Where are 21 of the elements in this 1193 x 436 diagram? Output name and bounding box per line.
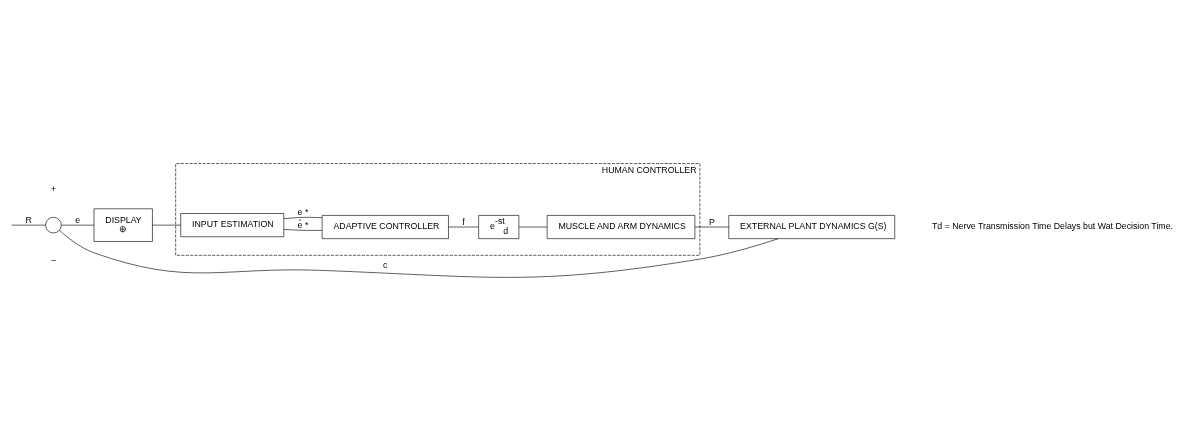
node-circle	[45, 216, 62, 234]
edge-label: c	[383, 260, 388, 271]
node-label: −	[50, 254, 56, 265]
edge-label: f	[462, 216, 465, 227]
edge-label: R	[25, 214, 32, 225]
node-box: ADAPTIVE CONTROLLER	[321, 215, 449, 239]
connector	[283, 217, 323, 219]
connector	[283, 229, 323, 231]
node-box: DISPLAY ⊕	[93, 208, 153, 242]
label: Td = Nerve Transmission Time Delays but Wat Decision Time.	[932, 221, 1174, 232]
edge-label: e	[75, 214, 81, 225]
node-label: +	[50, 184, 56, 195]
connector	[448, 226, 479, 228]
connector	[59, 230, 779, 278]
node-box: EXTERNAL PLANT DYNAMICS G(S)	[728, 215, 896, 239]
node-box: INPUT ESTIMATION	[180, 213, 285, 238]
edge-label: e *	[297, 207, 309, 218]
edge-label: e̊ *	[297, 219, 309, 230]
node-box: MUSCLE AND ARM DYNAMICS	[546, 215, 696, 239]
connector	[152, 224, 181, 226]
edge-label: P	[708, 216, 715, 227]
